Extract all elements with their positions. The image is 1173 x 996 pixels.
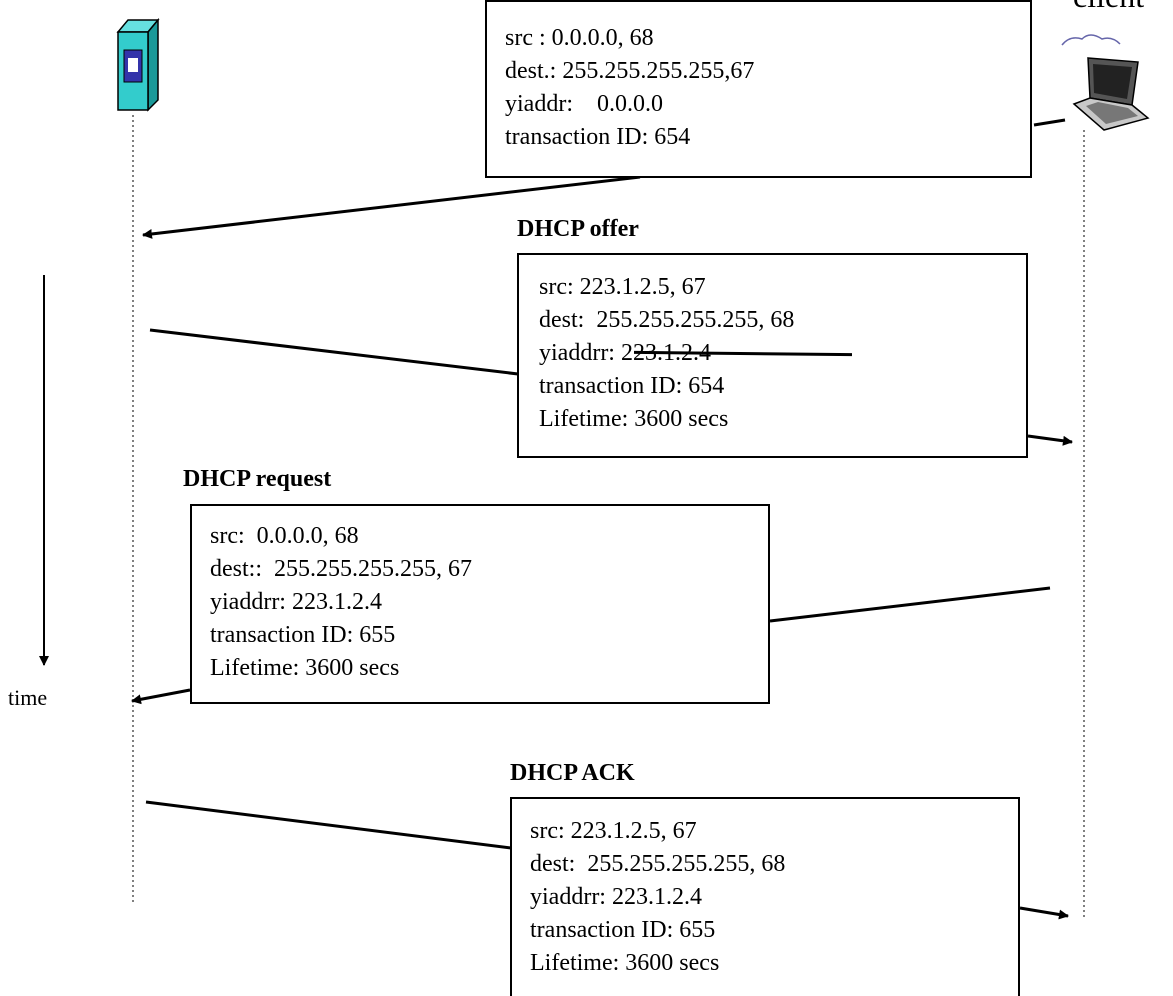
request-arrow bbox=[131, 688, 191, 705]
offer-dest: dest: 255.255.255.255, 68 bbox=[539, 307, 795, 333]
discover-yiaddr: yiaddr: 0.0.0.0 bbox=[505, 91, 663, 117]
offer-title: DHCP offer bbox=[517, 216, 639, 242]
discover-src: src : 0.0.0.0, 68 bbox=[505, 25, 654, 51]
ack-arrow bbox=[1019, 906, 1069, 920]
request-line-right bbox=[769, 586, 1051, 623]
discover-message-box: src : 0.0.0.0, 68 dest.: 255.255.255.255… bbox=[485, 0, 1032, 178]
request-yiaddr: yiaddrr: 223.1.2.4 bbox=[210, 589, 382, 615]
laptop-icon bbox=[1061, 34, 1150, 131]
ack-transaction-id: transaction ID: 655 bbox=[530, 917, 716, 943]
offer-line-left bbox=[149, 328, 519, 376]
discover-dest: dest.: 255.255.255.255,67 bbox=[505, 58, 755, 84]
discover-transaction-id: transaction ID: 654 bbox=[505, 124, 691, 150]
ack-lifetime: Lifetime: 3600 secs bbox=[530, 950, 720, 976]
offer-arrow bbox=[1027, 434, 1073, 446]
client-label: client bbox=[1073, 0, 1144, 15]
server-icon bbox=[116, 17, 160, 112]
discover-arrow bbox=[142, 175, 641, 239]
request-dest: dest:: 255.255.255.255, 67 bbox=[210, 556, 472, 582]
ack-title: DHCP ACK bbox=[510, 760, 635, 786]
discover-line-right bbox=[1033, 118, 1066, 127]
offer-message-box: src: 223.1.2.5, 67 dest: 255.255.255.255… bbox=[517, 253, 1028, 458]
ack-dest: dest: 255.255.255.255, 68 bbox=[530, 851, 786, 877]
request-title: DHCP request bbox=[183, 466, 332, 492]
offer-yiaddr-row: yiaddrr: 223.1.2.4 bbox=[539, 337, 1026, 370]
ack-message-box: src: 223.1.2.5, 67 dest: 255.255.255.255… bbox=[510, 797, 1020, 996]
time-label: time bbox=[8, 685, 48, 710]
request-transaction-id: transaction ID: 655 bbox=[210, 622, 396, 648]
offer-src: src: 223.1.2.5, 67 bbox=[539, 274, 706, 300]
offer-yiaddr-label: yiaddrr: bbox=[539, 340, 621, 366]
ack-yiaddr: yiaddrr: 223.1.2.4 bbox=[530, 884, 702, 910]
offer-lifetime: Lifetime: 3600 secs bbox=[539, 406, 729, 432]
request-src: src: 0.0.0.0, 68 bbox=[210, 523, 359, 549]
ack-line-left bbox=[145, 800, 512, 850]
ack-src: src: 223.1.2.5, 67 bbox=[530, 818, 697, 844]
request-lifetime: Lifetime: 3600 secs bbox=[210, 655, 400, 681]
offer-transaction-id: transaction ID: 654 bbox=[539, 373, 725, 399]
request-message-box: src: 0.0.0.0, 68 dest:: 255.255.255.255,… bbox=[190, 504, 770, 704]
